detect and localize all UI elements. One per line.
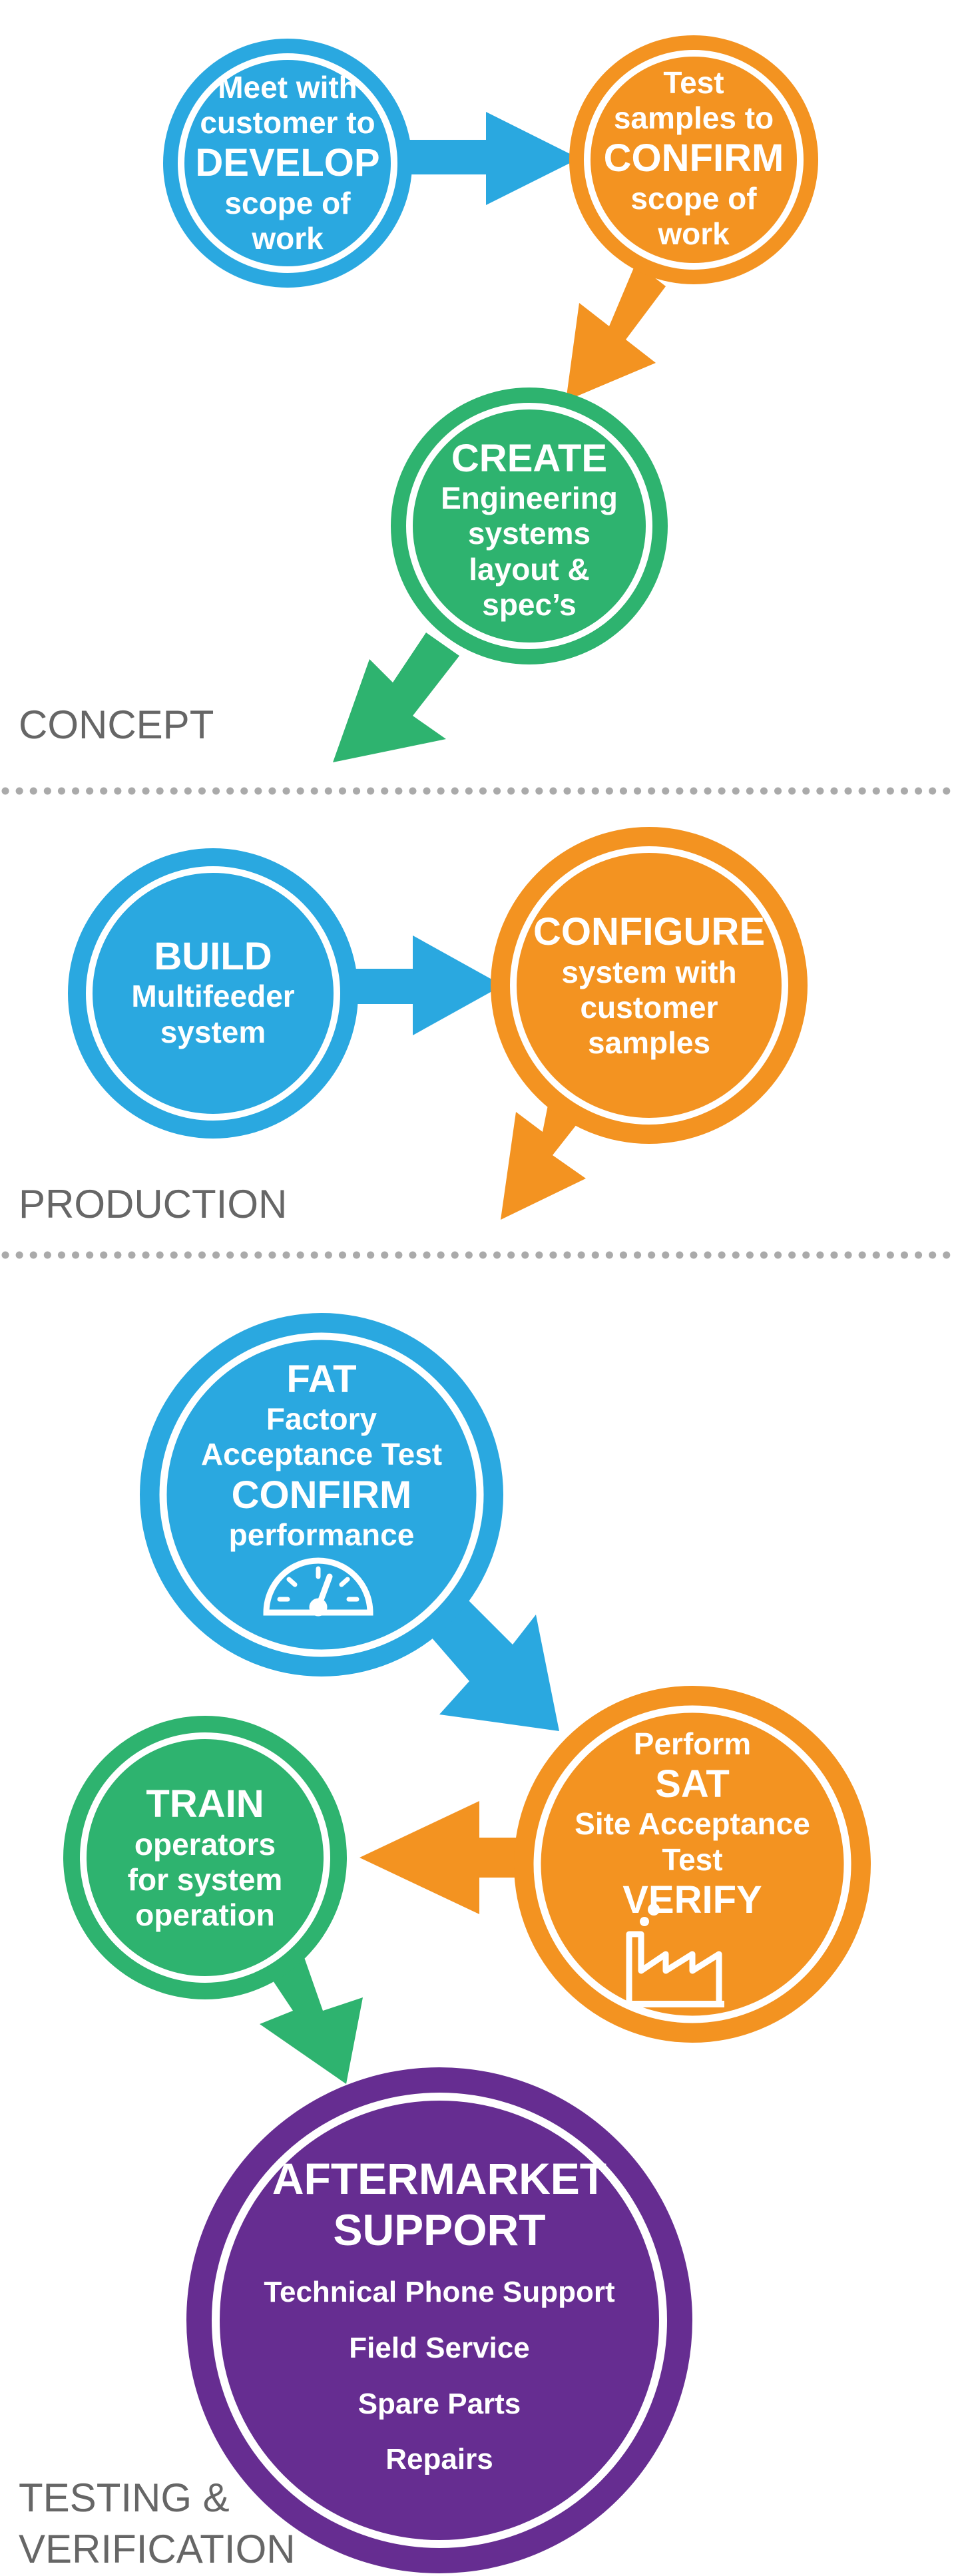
step-confirm-line5: work xyxy=(658,216,730,251)
arrow-confirm-to-create xyxy=(566,263,666,401)
step-sat-line3: Site Acceptance xyxy=(575,1806,810,1842)
step-confirm: Test samples to CONFIRM scope of work xyxy=(587,59,800,258)
step-develop-line2: customer to xyxy=(200,105,375,140)
step-confirm-line2: samples to xyxy=(613,101,774,135)
step-develop-line4: scope of xyxy=(224,185,351,220)
step-sat-keyword: SAT xyxy=(655,1762,730,1806)
section-label-production: PRODUCTION xyxy=(19,1182,288,1226)
circle-build xyxy=(68,848,358,1139)
arrow-develop-to-confirm xyxy=(399,112,579,205)
section-label-testing: TESTING & xyxy=(19,2475,230,2520)
circle-train xyxy=(63,1716,347,1999)
step-build-line3: system xyxy=(160,1014,266,1049)
step-confirm-line1: Test xyxy=(663,65,724,100)
step-create-line5: spec’s xyxy=(482,587,577,622)
factory-icon xyxy=(626,1904,724,2007)
step-configure-line4: samples xyxy=(587,1025,711,1061)
step-create: CREATE Engineering systems layout & spec… xyxy=(416,426,642,633)
step-train: TRAIN operators for system operation xyxy=(89,1771,322,1944)
arrow-fat-to-sat xyxy=(426,1598,559,1731)
support-item-phone: Technical Phone Support xyxy=(264,2276,615,2309)
step-create-line4: layout & xyxy=(469,551,590,587)
section-label-verification: VERIFICATION xyxy=(19,2527,296,2571)
support-item-repairs: Repairs xyxy=(385,2443,493,2476)
step-aftermarket-title1: AFTERMARKET xyxy=(272,2154,607,2204)
circle-create xyxy=(391,387,668,664)
step-configure-keyword: CONFIGURE xyxy=(533,910,765,954)
step-aftermarket-title2: SUPPORT xyxy=(333,2204,546,2254)
circle-aftermarket xyxy=(186,2067,692,2573)
step-sat: Perform SAT Site Acceptance Test VERIFY xyxy=(529,1718,855,1931)
step-sat-line1: Perform xyxy=(633,1726,752,1761)
step-develop: Meet with customer to DEVELOP scope of w… xyxy=(181,63,394,263)
step-build-keyword: BUILD xyxy=(154,935,272,978)
step-configure: CONFIGURE system with customer samples xyxy=(519,896,779,1075)
step-fat-keyword: FAT xyxy=(286,1357,357,1401)
step-sat-line4: Test xyxy=(662,1842,723,1877)
step-train-keyword: TRAIN xyxy=(146,1782,264,1826)
step-train-line3: for system xyxy=(127,1862,283,1897)
circle-develop xyxy=(163,39,412,288)
speedometer-icon xyxy=(263,1557,373,1617)
step-train-line4: operation xyxy=(135,1898,275,1933)
circle-sat xyxy=(514,1686,871,2043)
step-train-line2: operators xyxy=(134,1826,276,1862)
step-develop-line1: Meet with xyxy=(218,69,358,105)
circle-confirm xyxy=(569,35,818,284)
step-build-line2: Multifeeder xyxy=(131,979,295,1014)
step-develop-line5: work xyxy=(252,220,324,256)
arrow-build-to-configure xyxy=(346,935,503,1035)
arrow-create-to-next xyxy=(333,633,459,762)
step-confirm-keyword: CONFIRM xyxy=(603,136,784,180)
step-fat-line3: Acceptance Test xyxy=(200,1437,443,1472)
step-build: BUILD Multifeeder system xyxy=(100,912,326,1072)
support-item-spare-parts: Spare Parts xyxy=(358,2387,521,2420)
step-confirm-line4: scope of xyxy=(630,180,757,216)
step-fat-line5: performance xyxy=(228,1517,415,1552)
arrow-sat-to-train xyxy=(359,1801,566,1914)
step-aftermarket: AFTERMARKET SUPPORT Technical Phone Supp… xyxy=(213,2154,666,2480)
step-fat-confirm: CONFIRM xyxy=(231,1473,412,1517)
section-label-concept: CONCEPT xyxy=(19,702,214,747)
support-item-field-service: Field Service xyxy=(349,2331,530,2364)
step-create-line2: Engineering xyxy=(441,480,618,515)
step-fat-line2: Factory xyxy=(266,1401,377,1436)
step-fat: FAT Factory Acceptance Test CONFIRM perf… xyxy=(155,1345,488,1565)
step-develop-keyword: DEVELOP xyxy=(195,141,380,185)
step-create-line3: systems xyxy=(467,516,591,551)
step-create-keyword: CREATE xyxy=(451,436,608,480)
step-sat-verify: VERIFY xyxy=(622,1878,762,1922)
circle-fat xyxy=(140,1313,503,1676)
arrow-train-to-aftermarket xyxy=(260,1944,363,2084)
step-configure-line2: system with xyxy=(561,954,737,989)
circle-configure xyxy=(491,827,808,1144)
step-configure-line3: customer xyxy=(580,989,718,1025)
